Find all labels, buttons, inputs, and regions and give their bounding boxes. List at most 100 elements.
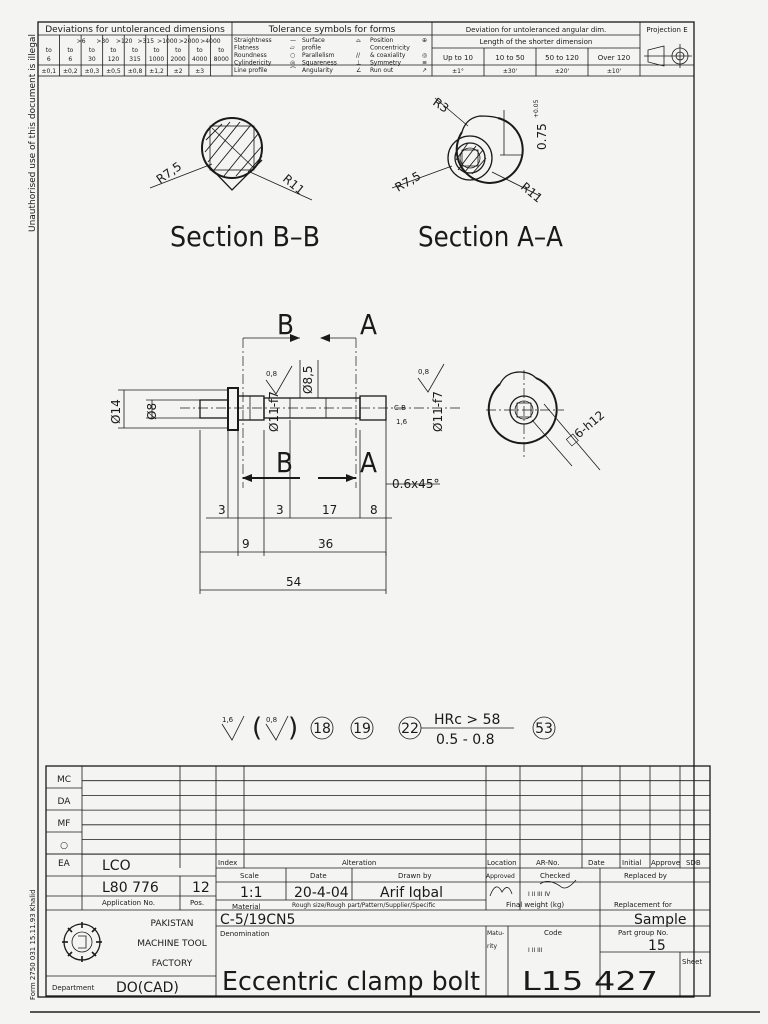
- ar-no-label: AR-No.: [536, 859, 560, 867]
- dev-range-to: to: [218, 47, 224, 54]
- dim-dia-14: Ø14: [109, 399, 123, 424]
- pos-label: Pos.: [190, 899, 204, 907]
- cut-label-a-bottom: A: [360, 446, 377, 479]
- roughness-paren: 0,8: [266, 716, 277, 724]
- dev-first-upper: 6: [47, 56, 51, 63]
- dev-range-to: to: [154, 47, 160, 54]
- date-value: 20-4-04: [294, 885, 349, 901]
- denomination-label: Denomination: [220, 930, 269, 938]
- symbol-label-0-2: Roundness: [234, 52, 267, 59]
- angular-value: ±30': [503, 68, 518, 75]
- company-line-3: FACTORY: [152, 959, 193, 969]
- section-a-a: R3 0.75 +0.05 R7,5 R11 Section A–A: [391, 95, 563, 253]
- dev-range-upper: 8000: [214, 56, 229, 63]
- tolerance-header: Deviations for untoleranced dimensions t…: [37, 21, 695, 77]
- checked-label: Checked: [540, 872, 570, 880]
- svg-text:(: (: [252, 713, 262, 743]
- dev-range-to: to: [175, 47, 181, 54]
- dim-dia-11-right: Ø11-f7: [431, 391, 445, 432]
- department-value: DO(CAD): [116, 980, 179, 996]
- section-b-b: R7,5 R11 Section B–B: [149, 117, 320, 253]
- symbol-glyph-icon: ⌒: [290, 67, 296, 74]
- approved-label: Approved: [486, 873, 515, 880]
- dim-3-right: 3: [276, 503, 284, 517]
- section-a-depth: 0.75: [535, 123, 549, 150]
- drawn-by-label: Drawn by: [398, 872, 432, 880]
- section-b-title: Section B–B: [170, 220, 320, 253]
- part-group-label: Part group No.: [618, 929, 668, 937]
- symbol-glyph-icon: ≡: [422, 60, 427, 67]
- dev-value: ±0,1: [41, 68, 56, 75]
- dev-value: ±2: [174, 68, 183, 75]
- dept-code: ○: [60, 841, 68, 851]
- replaced-by-label: Replaced by: [624, 872, 667, 880]
- sheet-label: Sheet: [682, 958, 702, 966]
- main-view: B A B A Ø14 Ø8 Ø11-f7 Ø8,5 Ø11-f7 0,: [109, 308, 607, 594]
- dev-value: ±0,2: [63, 68, 78, 75]
- index-label: Index: [218, 859, 237, 867]
- part-title: Eccentric clamp bolt: [222, 967, 480, 997]
- roughness-general: 1,6: [222, 716, 234, 724]
- dim-dia-85: Ø8,5: [301, 365, 315, 394]
- department-label: Department: [52, 984, 95, 992]
- company-logo-icon: [62, 922, 102, 962]
- symbol-label-1-1: profile: [302, 45, 321, 52]
- angular-subtitle: Length of the shorter dimension: [480, 38, 593, 46]
- ref-19: 19: [353, 721, 371, 737]
- company-line-1: PAKISTAN: [151, 919, 194, 929]
- scale-value: 1:1: [240, 885, 263, 901]
- deviations-title: Deviations for untoleranced dimensions: [45, 25, 225, 35]
- chamfer-label: 0.6x45°: [392, 477, 439, 491]
- svg-text:): ): [288, 713, 298, 743]
- symbol-label-1-3: Squareness: [302, 60, 337, 67]
- dev-value: ±0,8: [128, 68, 143, 75]
- symbol-glyph-icon: ◎: [290, 60, 295, 67]
- dev-range-from: >4000: [200, 38, 220, 45]
- dev-value: ±0,5: [106, 68, 121, 75]
- angular-header: 10 to 50: [495, 54, 524, 62]
- symbol-glyph-icon: ⊕: [422, 37, 427, 44]
- dev-range-to: to: [110, 47, 116, 54]
- dev-range-from: >6: [77, 38, 86, 45]
- angular-value: ±10': [607, 68, 622, 75]
- angular-title: Deviation for untoleranced angular dim.: [466, 26, 607, 34]
- code-marks: I II III: [528, 947, 543, 954]
- dev-range-from: >120: [116, 38, 133, 45]
- dev-range-to: to: [89, 47, 95, 54]
- projection-label: Projection E: [646, 26, 687, 34]
- angular-value: ±1°: [452, 68, 464, 75]
- symbol-glyph-icon: ▱: [290, 45, 295, 52]
- symbol-label-1-2: Parallelism: [302, 52, 335, 59]
- section-a-depth-tol: +0.05: [533, 99, 540, 118]
- date-label: Date: [310, 872, 327, 880]
- material-label: Material: [232, 903, 260, 911]
- dim-8: 8: [370, 503, 378, 517]
- dept-code: DA: [58, 797, 72, 807]
- ref-22: 22: [401, 721, 419, 737]
- dev-range-upper: 4000: [192, 56, 207, 63]
- maturity-label: Matu-: [487, 930, 504, 937]
- dev-range-to: to: [67, 47, 73, 54]
- projection-symbol-icon: [644, 44, 692, 68]
- code-label: Code: [544, 929, 562, 937]
- angular-header: Up to 10: [443, 54, 473, 62]
- symbol-glyph-icon: ○: [290, 52, 295, 59]
- symbol-glyph-icon: ⊥: [356, 60, 361, 67]
- initial-label: Initial: [622, 859, 641, 867]
- roughness-left: 0,8: [266, 370, 277, 378]
- signature-icon: [489, 879, 577, 897]
- cb-label: C.B: [394, 404, 406, 412]
- dev-range-upper: 1000: [149, 56, 164, 63]
- dev-range-upper: 6: [68, 56, 72, 63]
- symbol-glyph-icon: ↗: [422, 67, 427, 74]
- section-a-title: Section A–A: [418, 220, 563, 253]
- application-number: L80 776: [102, 880, 159, 896]
- dim-17: 17: [322, 503, 337, 517]
- rough-size-label: Rough size/Rough part/Pattern/Supplier/S…: [292, 902, 435, 909]
- symbol-glyph-icon: —: [290, 37, 296, 44]
- dim-9: 9: [242, 537, 250, 551]
- cut-label-b-top: B: [277, 308, 294, 341]
- dev-value: ±3: [195, 68, 204, 75]
- symbol-label-0-1: Flatness: [234, 45, 259, 52]
- side-form: Form 2750 031 15.11.93 Khalid: [29, 889, 37, 1000]
